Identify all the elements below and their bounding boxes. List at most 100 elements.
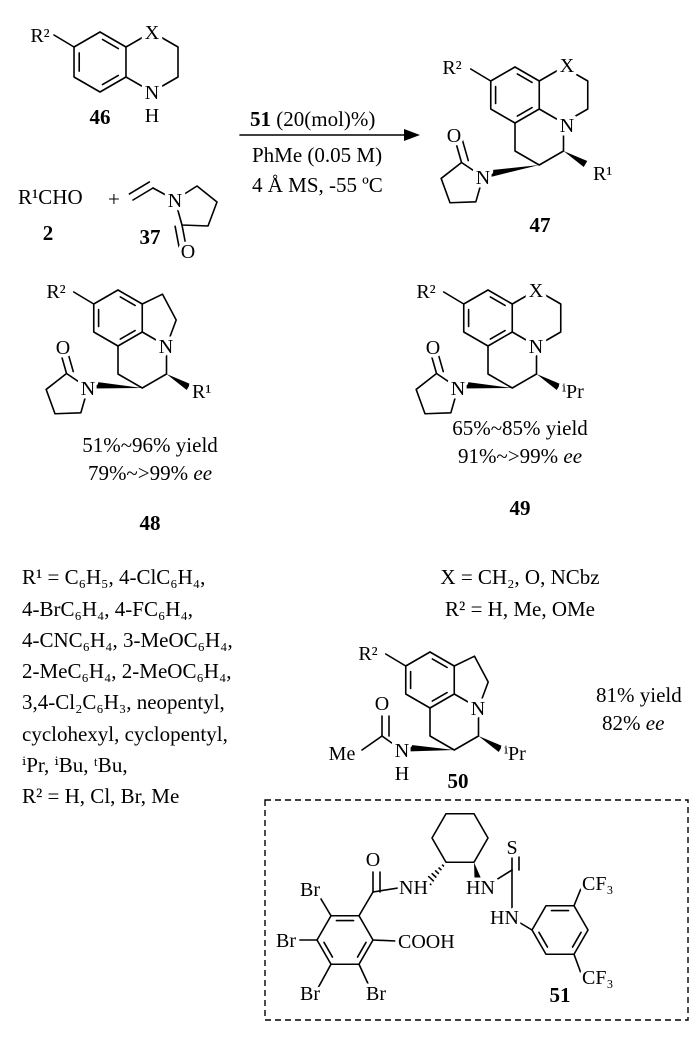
wedge-bond [563, 151, 588, 168]
bond-lines [45, 31, 589, 989]
wedge-bond [406, 744, 455, 752]
wedge-bond [478, 736, 503, 753]
lactam-n-label: N [451, 378, 465, 400]
ring [45, 372, 89, 415]
ipr-label: ⁱPr [562, 381, 584, 403]
bond [66, 349, 75, 373]
aldehyde-formula: R¹CHO [18, 185, 83, 209]
compound-46: R² X N H 46 [27, 19, 163, 131]
compound-number: 48 [140, 511, 161, 535]
bond [358, 963, 371, 989]
ring [141, 293, 177, 347]
r1-label: R¹ [593, 163, 612, 185]
bond [372, 887, 399, 893]
ring [73, 31, 127, 93]
bond [434, 870, 440, 875]
scope-line: R² = H, Cl, Br, Me [22, 784, 179, 808]
n-label: N [529, 336, 543, 358]
bond [128, 181, 151, 195]
x-label: X [145, 22, 160, 44]
ring [538, 66, 589, 124]
bond [323, 941, 334, 958]
r2-label: R² [416, 281, 435, 303]
wedge-bond [487, 165, 540, 178]
bond [424, 878, 432, 886]
ring [431, 812, 489, 864]
hn-label: HN [490, 907, 519, 929]
wedge-bond [474, 862, 482, 881]
bond [516, 106, 533, 117]
wedge-bond [536, 374, 561, 391]
bond [152, 187, 176, 201]
arrow-head [404, 129, 420, 141]
bond [442, 291, 465, 305]
scope-line: cyclohexyl, cyclopentyl, [22, 722, 228, 746]
cf3-label: CF₃ [582, 967, 613, 989]
ring [531, 904, 589, 956]
scope-line: R¹ = C₆H₅, 4-ClC₆H₄, [22, 565, 205, 589]
bond [356, 941, 367, 958]
yield-text: 81% yield [596, 683, 682, 707]
bond [431, 691, 448, 702]
o-label: O [56, 337, 70, 359]
plus-sign: + [108, 187, 120, 211]
n-label: N [159, 336, 173, 358]
scope-line: R² = H, Me, OMe [445, 597, 595, 621]
bond [489, 296, 506, 307]
ee-text: 91%~>99% ee [458, 444, 582, 468]
o-label: O [375, 693, 389, 715]
br-label: Br [300, 879, 320, 901]
n-label: N [168, 190, 182, 212]
nh-label: NH [399, 877, 428, 899]
bond [381, 735, 397, 747]
compound-48: R² N R¹ N O 51%~96% yield 79%~>99% ee 48 [43, 278, 218, 536]
scope-line: 3,4-Cl₂C₆H₃, neopentyl, [22, 690, 225, 714]
additive-temperature: 4 Å MS, -55 ºC [252, 173, 383, 197]
n-label: N [145, 82, 159, 104]
compound-number: 49 [510, 496, 531, 520]
compound-number: 46 [90, 105, 111, 129]
ring [514, 122, 565, 166]
s-label: S [506, 837, 517, 859]
bond [174, 225, 180, 249]
bond [372, 939, 397, 942]
n-label: N [471, 698, 485, 720]
bond [571, 931, 582, 948]
r2-label: R² [46, 281, 65, 303]
lactam-n-label: N [476, 167, 490, 189]
bond [119, 329, 136, 340]
compound-37: N O 37 [140, 187, 199, 267]
ring [415, 372, 459, 415]
bond [53, 34, 75, 48]
bond [454, 140, 463, 164]
catalyst-box [264, 799, 689, 1021]
ring [440, 161, 484, 204]
compound-50: R² N ⁱPr N H O Me 50 81% yield 82% ee [325, 640, 682, 794]
lactam-n-label: N [81, 378, 95, 400]
wedge-bond [166, 374, 191, 391]
o-label: O [366, 849, 380, 871]
bond [361, 735, 383, 751]
bond [436, 349, 445, 373]
h-label: H [145, 105, 159, 127]
bond [441, 864, 445, 867]
yield-text: 51%~96% yield [82, 433, 218, 457]
substrate-scope-49: X = CH₂, O, NCbz R² = H, Me, OMe [440, 565, 599, 621]
bond [429, 351, 438, 375]
bond [573, 953, 583, 977]
bond [431, 658, 448, 669]
ring [404, 651, 456, 709]
ee-text: 79%~>99% ee [88, 461, 212, 485]
r2-label: R² [358, 643, 377, 665]
bond [573, 885, 583, 907]
br-label: Br [366, 983, 386, 1005]
amide-n-label: N [395, 740, 409, 762]
bond [431, 872, 437, 878]
bond [469, 68, 492, 82]
ring [125, 31, 179, 93]
cf3-label: CF₃ [582, 873, 613, 895]
scope-line: X = CH₂, O, NCbz [440, 565, 599, 589]
bond [495, 869, 513, 881]
x-label: X [529, 280, 544, 302]
